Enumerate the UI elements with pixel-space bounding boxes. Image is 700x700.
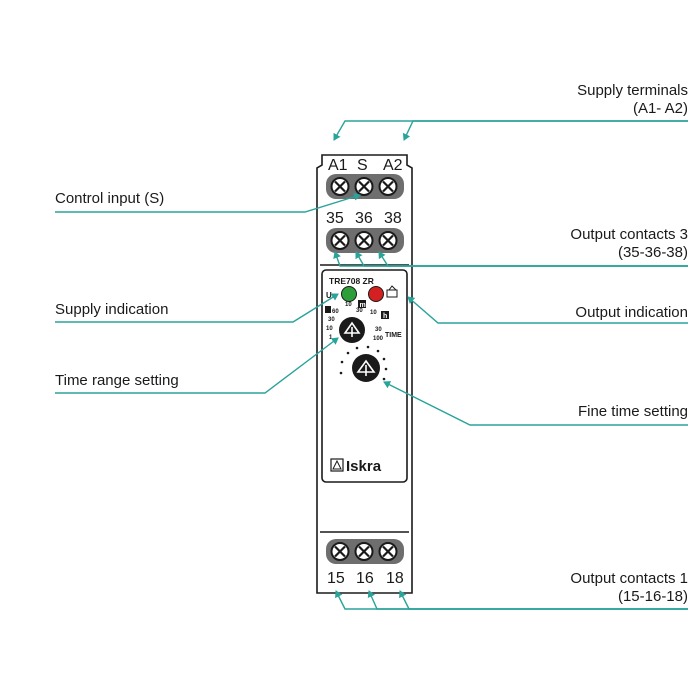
middle-terminal-block	[326, 228, 404, 253]
range-right-10: 10	[370, 310, 377, 316]
range-60: 60	[332, 309, 339, 315]
control-input-label: Control input (S)	[55, 190, 165, 207]
terminal-16: 16	[356, 570, 374, 587]
relay-symbol-icon	[386, 285, 398, 298]
m-range-box	[358, 300, 366, 308]
fine-time-ticks	[339, 345, 388, 381]
time-label: TIME	[385, 332, 402, 339]
output-indication-label: Output indication	[575, 304, 688, 321]
range-30: 30	[328, 317, 335, 323]
iskra-logo-icon	[330, 458, 344, 472]
supply-indication-label: Supply indication	[55, 301, 169, 318]
terminal-38: 38	[384, 210, 402, 227]
supply-led	[341, 286, 357, 302]
range-right-100: 100	[373, 336, 384, 342]
terminal-35: 35	[326, 210, 344, 227]
range-right-30: 30	[375, 327, 382, 333]
supply-terminals-label: Supply terminals (A1- A2)	[577, 82, 688, 117]
h-range-box	[381, 311, 389, 319]
fine-time-knob[interactable]	[352, 354, 380, 382]
terminal-s: S	[357, 157, 368, 174]
output-contacts-3-label: Output contacts 3 (35-36-38)	[570, 226, 688, 261]
output-contacts-1-label: Output contacts 1 (15-16-18)	[570, 570, 688, 605]
terminal-36: 36	[355, 210, 373, 227]
time-range-knob[interactable]	[339, 317, 365, 343]
output-led	[368, 286, 384, 302]
fine-time-setting-label: Fine time setting	[577, 403, 688, 420]
top-terminal-block	[326, 174, 404, 199]
brand-label: Iskra	[346, 458, 382, 475]
s-range-box	[325, 306, 331, 313]
bottom-terminal-block	[326, 539, 404, 564]
range-10: 10	[326, 326, 333, 332]
leader-lines	[55, 120, 688, 610]
range-top-30: 30	[356, 308, 363, 314]
terminal-a2: A2	[383, 157, 403, 174]
terminal-a1: A1	[328, 157, 348, 174]
terminal-15: 15	[327, 570, 345, 587]
terminal-18: 18	[386, 570, 404, 587]
h-range-letter: h	[383, 313, 387, 320]
range-top-10: 10	[345, 302, 352, 308]
model-label: TRE708 ZR	[329, 276, 374, 286]
m-range-letter: m	[360, 302, 366, 309]
time-range-setting-label: Time range setting	[55, 372, 179, 389]
